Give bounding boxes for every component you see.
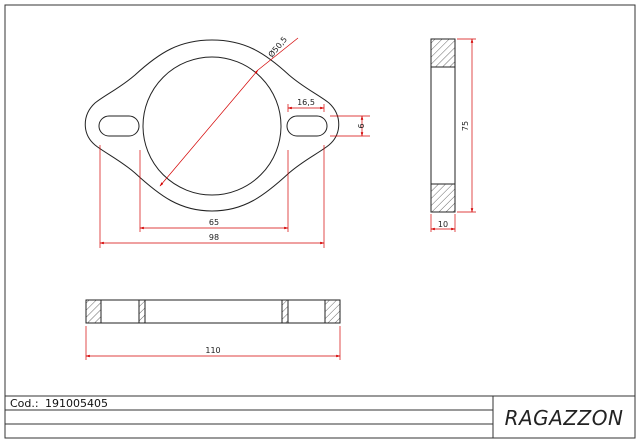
dim-98-label: 98 [209, 233, 219, 242]
side-view-dimensions [430, 38, 476, 232]
bottom-view-dimensions [85, 326, 341, 360]
flange-outline [84, 39, 340, 212]
flange-bore [142, 56, 282, 196]
dim-75-label: 75 [461, 121, 470, 131]
dim-65-label: 65 [209, 218, 219, 227]
bottom-hatch-4 [324, 299, 341, 324]
bottom-hatch-2 [138, 299, 146, 324]
dim-10-label: 10 [438, 220, 448, 229]
code-value: 191005405 [45, 397, 108, 410]
sheet-border [4, 4, 636, 439]
front-view-dimensions [99, 37, 370, 248]
title-block [5, 395, 635, 438]
brand-logo: RAGAZZON [505, 406, 624, 430]
dim-9-label: 9 [356, 123, 365, 128]
dim-diameter-label: Ø50,5 [266, 34, 289, 59]
bottom-body [85, 299, 341, 324]
bottom-view [85, 299, 341, 324]
side-view [430, 38, 456, 213]
side-hatch-bottom [430, 183, 456, 213]
left-slot [98, 115, 140, 137]
side-hatch-top [430, 38, 456, 68]
code-label: Cod.: [10, 397, 39, 410]
diameter-leader [159, 69, 259, 187]
right-slot [286, 115, 328, 137]
dim-16-5-label: 16,5 [297, 98, 315, 107]
dim-110-label: 110 [205, 346, 220, 355]
bottom-hatch-3 [281, 299, 289, 324]
front-view [84, 39, 340, 212]
bottom-hatch-1 [85, 299, 102, 324]
